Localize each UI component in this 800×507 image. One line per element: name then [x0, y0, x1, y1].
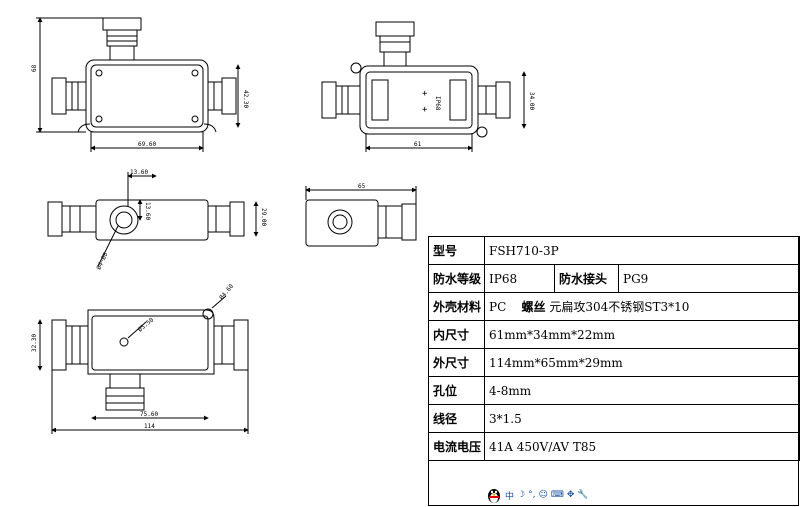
ip-mark: IP68 — [434, 96, 441, 111]
spec-row-ip: 防水等级 IP68 防水接头 PG9 — [428, 264, 800, 293]
dim-side-height: 13.60 — [144, 202, 151, 220]
spec-row-outer: 外尺寸 114mm*65mm*29mm — [428, 348, 800, 377]
spec-row-material: 外壳材料 PC 螺丝 元扁攻304不锈钢ST3*10 — [428, 292, 800, 321]
ime-btn-0[interactable]: 中 — [505, 491, 515, 502]
ime-toolbar[interactable]: 中 ☽ °, ☺ ⌨ ✥ 🔧 — [486, 486, 589, 504]
dim-front-width: 69.60 — [138, 141, 156, 148]
dim-end-width: 65 — [358, 183, 366, 190]
dim-side-total: 29.00 — [260, 208, 267, 226]
dim-bottom-hole: Ø5.50 — [137, 316, 156, 333]
end-view — [305, 186, 417, 247]
ime-btn-3[interactable]: ☺ — [538, 490, 548, 500]
plus-mark-2: + — [422, 105, 428, 115]
dim-bottom-width: 75.60 — [140, 411, 158, 418]
ime-btn-4[interactable]: ⌨ — [550, 490, 564, 500]
spec-row-hole: 孔位 4-8mm — [428, 376, 800, 405]
screw-value: 元扁攻304不锈钢ST3*10 — [549, 300, 690, 314]
plus-mark-1: + — [422, 89, 428, 99]
dim-front-height: 42.30 — [242, 90, 249, 108]
dim-top-height: 34.00 — [528, 92, 535, 110]
front-view — [36, 17, 241, 152]
side-view — [47, 172, 259, 267]
ime-btn-6[interactable]: 🔧 — [577, 490, 589, 500]
penguin-icon[interactable] — [486, 486, 502, 504]
ime-btn-1[interactable]: ☽ — [517, 490, 526, 500]
spec-table: 型号 FSH710-3P 防水等级 IP68 防水接头 PG9 外壳材料 PC … — [428, 236, 800, 461]
dim-bottom-height: 32.30 — [31, 334, 38, 352]
ime-btn-5[interactable]: ✥ — [566, 490, 575, 500]
dim-corner-hole: Ø4.60 — [218, 283, 235, 302]
dim-side-hole: Ø4~Ø8 — [95, 251, 109, 271]
spec-row-inner: 内尺寸 61mm*34mm*22mm — [428, 320, 800, 349]
screw-label: 螺丝 — [521, 300, 546, 314]
spec-row-model: 型号 FSH710-3P — [428, 236, 800, 265]
dim-side-offset: 13.60 — [130, 169, 148, 176]
bottom-view — [37, 295, 249, 434]
dim-bottom-total: 114 — [144, 423, 155, 430]
dim-front-total: 68 — [31, 64, 38, 72]
spec-row-wire: 线径 3*1.5 — [428, 404, 800, 433]
spec-row-rating: 电流电压 41A 450V/AV T85 — [428, 432, 800, 461]
ime-btn-2[interactable]: °, — [528, 490, 536, 500]
top-view — [321, 21, 527, 152]
material-value: PC — [489, 300, 507, 314]
dim-top-width: 61 — [414, 141, 422, 148]
